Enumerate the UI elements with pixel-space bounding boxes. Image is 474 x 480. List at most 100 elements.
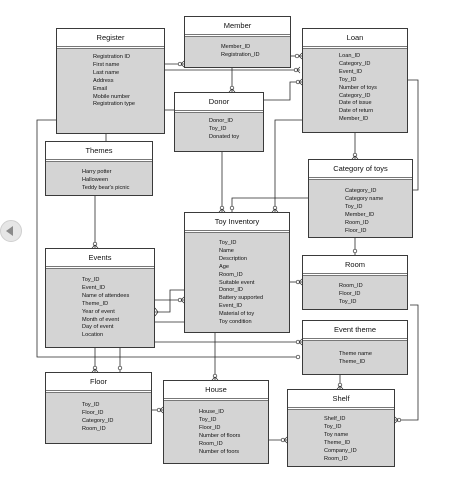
entity-divider <box>303 46 407 49</box>
entity-title: Donor <box>208 97 230 106</box>
attribute-item: Room_ID <box>199 440 223 447</box>
entity-title: Toy Inventory <box>214 217 260 226</box>
entity-divider <box>175 110 263 113</box>
previous-arrow-icon[interactable] <box>0 220 22 242</box>
attribute-item: Member_ID <box>345 211 375 218</box>
connector-loan-category-right <box>408 79 419 191</box>
entity-divider <box>164 398 268 401</box>
attribute-item: First name <box>93 61 120 68</box>
attribute-item: Event_ID <box>219 303 243 310</box>
attribute-item: Floor_ID <box>339 290 361 297</box>
entity-divider <box>46 159 152 162</box>
attribute-item: Day of event <box>82 324 114 331</box>
attribute-item: Room_ID <box>324 455 348 462</box>
attribute-item: Registration type <box>93 101 135 108</box>
attribute-item: Category_ID <box>339 92 371 99</box>
attribute-item: Toy_ID <box>345 203 363 210</box>
entity-title: Room <box>344 260 365 269</box>
attribute-item: Theme_ID <box>339 358 366 365</box>
attribute-item: Member_ID <box>221 44 251 50</box>
attribute-item: Description <box>219 255 247 262</box>
attribute-item: Toy condition <box>219 319 252 326</box>
entity-title: Floor <box>89 377 108 386</box>
entity-title: Loan <box>346 33 364 42</box>
attribute-item: Registration ID <box>93 54 130 60</box>
attribute-item: Room_ID <box>219 271 243 278</box>
attribute-item: Toy_ID <box>219 240 237 246</box>
attribute-item: Shelf_ID <box>324 416 346 422</box>
entity-title: Shelf <box>332 394 350 403</box>
entity-title: Category of toys <box>333 164 388 173</box>
attribute-item: Floor_ID <box>82 409 104 416</box>
attribute-item: Category_ID <box>345 188 377 194</box>
attribute-item: Number of toys <box>339 84 377 91</box>
attribute-item: Company_ID <box>324 447 357 454</box>
entity-title: House <box>205 385 227 394</box>
entity-divider <box>288 407 394 410</box>
attribute-item: Donor_ID <box>219 287 243 294</box>
attribute-item: Theme_ID <box>82 300 109 307</box>
attribute-item: Name of attendees <box>82 292 130 299</box>
attribute-item: Event_ID <box>339 68 363 75</box>
entity-divider <box>309 177 412 180</box>
attribute-item: Room_ID <box>82 425 106 432</box>
entity-divider <box>57 46 164 49</box>
attribute-item: Address <box>93 77 114 84</box>
attribute-item: Name <box>219 247 234 254</box>
attribute-item: Location <box>82 332 104 339</box>
attribute-item: Year of event <box>82 308 115 315</box>
attribute-item: Category name <box>345 195 384 202</box>
entity-divider <box>303 338 407 341</box>
connector-register-events <box>36 119 300 358</box>
attribute-item: Last name <box>93 69 120 76</box>
entity-title: Themes <box>85 146 113 155</box>
attribute-item: Toy_ID <box>339 76 357 83</box>
entity-divider <box>185 34 290 37</box>
attribute-item: House_ID <box>199 409 224 415</box>
attribute-item: Mobile number <box>93 93 130 100</box>
connector-events-toy-2 <box>155 289 184 313</box>
attribute-item: Battery supported <box>219 295 264 302</box>
attribute-item: Room_ID <box>339 283 363 289</box>
attribute-item: Number of foors <box>199 448 240 455</box>
attribute-item: Halloween <box>82 176 109 183</box>
entity-title: Events <box>88 253 112 262</box>
attribute-item: Donor_ID <box>209 118 233 124</box>
attribute-item: Theme name <box>339 351 372 357</box>
attribute-item: Loan_ID <box>339 53 361 59</box>
attribute-item: Date of issue <box>339 100 372 107</box>
connector-loan-toy <box>274 119 302 212</box>
attribute-item: Toy_ID <box>209 125 227 132</box>
